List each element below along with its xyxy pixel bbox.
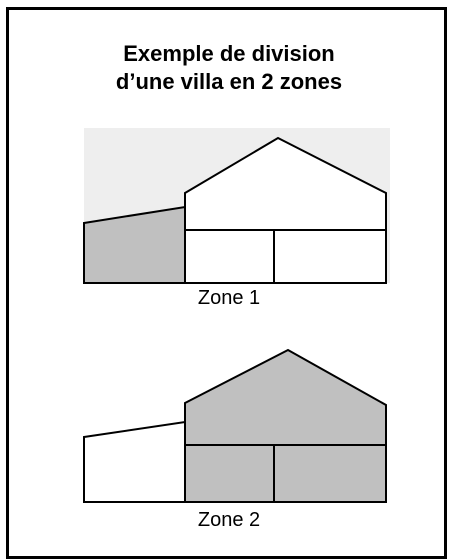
main-house-section bbox=[184, 136, 387, 284]
main-house-section bbox=[184, 348, 387, 503]
title-line-2: d’une villa en 2 zones bbox=[115, 69, 343, 94]
caption-zone-2: Zone 2 bbox=[197, 509, 261, 531]
title-line-1: Exemple de division bbox=[123, 41, 335, 66]
outer-frame bbox=[6, 7, 447, 559]
annex-section bbox=[83, 420, 186, 503]
house-diagram-zone-2 bbox=[83, 348, 387, 503]
house-diagram-zone-1 bbox=[83, 128, 390, 284]
caption-zone-1: Zone 1 bbox=[197, 287, 261, 309]
